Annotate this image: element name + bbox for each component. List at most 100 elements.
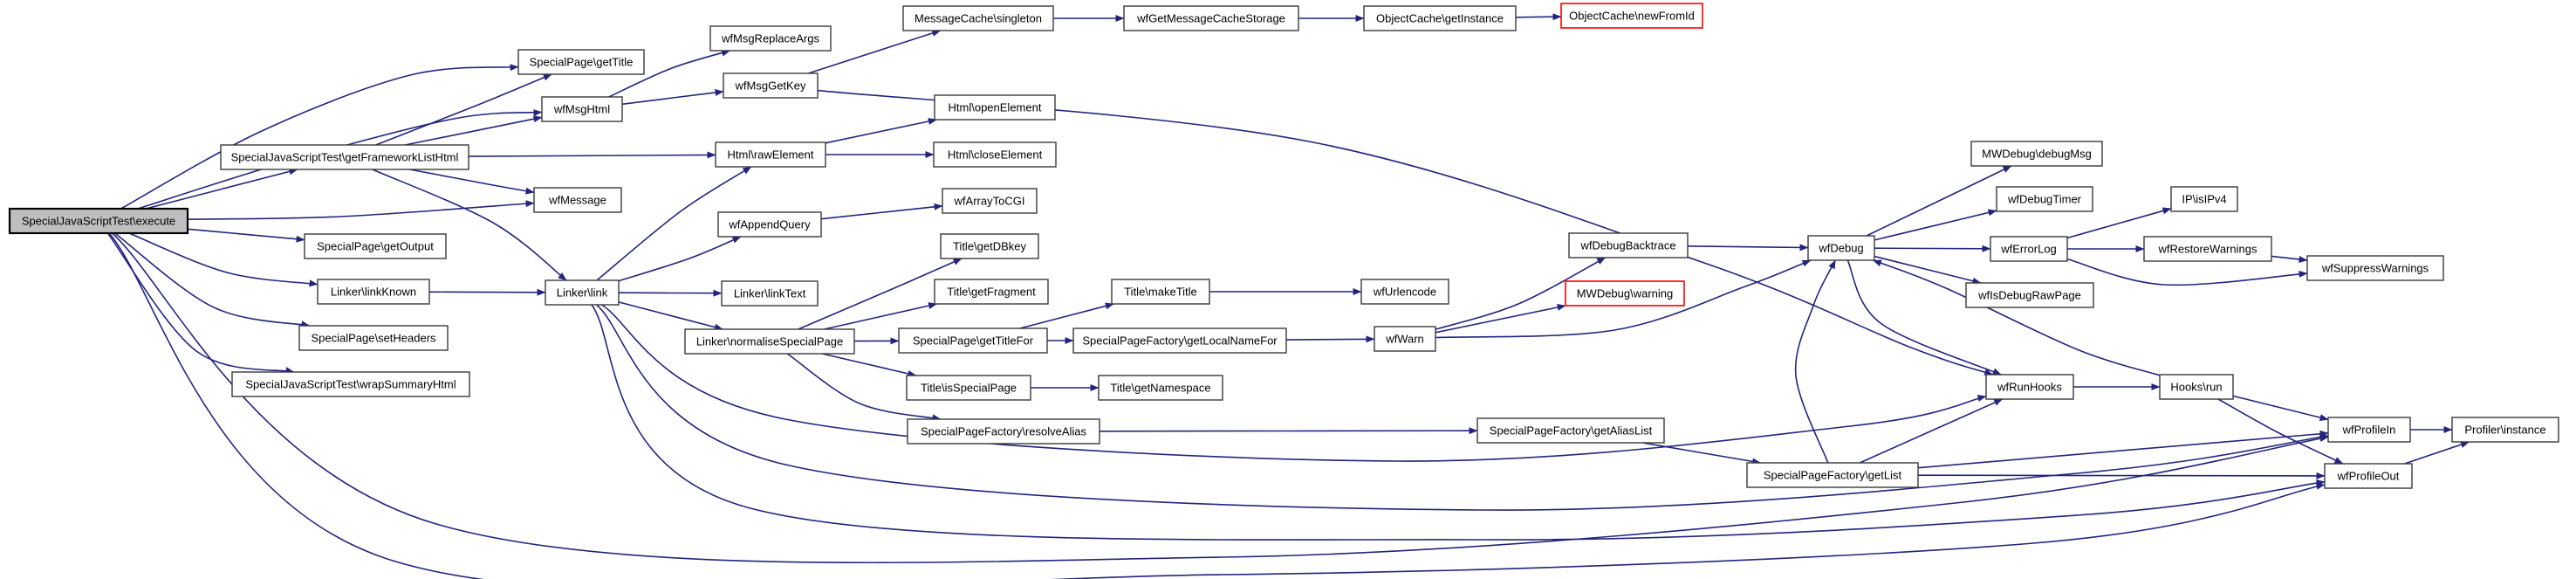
node-box-msgReplaceArgs[interactable] (709, 25, 832, 52)
node-box-getTitleFor[interactable] (898, 327, 1048, 354)
node-box-profileIn[interactable] (2327, 417, 2411, 443)
node-closeElement[interactable]: Html\closeElement (933, 141, 1057, 168)
node-box-runHooks[interactable] (1985, 374, 2074, 400)
node-getInstance[interactable]: ObjectCache\getInstance (1363, 5, 1517, 31)
node-box-getList[interactable] (1746, 462, 1919, 488)
node-getOutput[interactable]: SpecialPage\getOutput (304, 233, 447, 259)
node-box-appendQuery[interactable] (717, 211, 822, 238)
node-box-localName[interactable] (1072, 327, 1287, 354)
node-rawElement[interactable]: Html\rawElement (715, 141, 826, 168)
node-aliasList[interactable]: SpecialPageFactory\getAliasList (1476, 417, 1665, 444)
node-debug[interactable]: wfDebug (1807, 235, 1875, 261)
node-box-isDebugRawPage[interactable] (1965, 282, 2094, 308)
node-box-isIPv4[interactable] (2170, 186, 2238, 212)
node-restoreWarnings[interactable]: wfRestoreWarnings (2143, 236, 2272, 262)
node-box-message[interactable] (533, 187, 622, 213)
node-appendQuery[interactable]: wfAppendQuery (717, 211, 822, 238)
node-box-linkKnown[interactable] (317, 279, 430, 305)
node-linkKnown[interactable]: Linker\linkKnown (317, 279, 430, 305)
node-box-errorLog[interactable] (1990, 236, 2068, 262)
node-normalise[interactable]: Linker\normaliseSpecialPage (684, 328, 855, 355)
node-arrayToCGI[interactable]: wfArrayToCGI (942, 188, 1038, 214)
node-box-debug[interactable] (1807, 235, 1875, 261)
node-newFromId[interactable]: ObjectCache\newFromId (1560, 3, 1703, 29)
node-openElement[interactable]: Html\openElement (934, 94, 1056, 121)
node-box-getOutput[interactable] (304, 233, 447, 259)
node-singleton[interactable]: MessageCache\singleton (902, 5, 1054, 31)
node-box-msgHtml[interactable] (541, 96, 623, 122)
node-box-normalise[interactable] (684, 328, 855, 355)
node-mwWarning[interactable]: MWDebug\warning (1565, 280, 1685, 307)
node-profiler[interactable]: Profiler\instance (2451, 417, 2559, 443)
node-box-setHeaders[interactable] (298, 325, 449, 351)
node-debugMsg[interactable]: MWDebug\debugMsg (1970, 141, 2103, 167)
node-box-singleton[interactable] (902, 5, 1054, 31)
node-suppressWarnings[interactable]: wfSuppressWarnings (2306, 255, 2444, 281)
node-msgReplaceArgs[interactable]: wfMsgReplaceArgs (709, 25, 832, 52)
node-wrapSummary[interactable]: SpecialJavaScriptTest\wrapSummaryHtml (231, 371, 470, 397)
node-box-aliasList[interactable] (1476, 417, 1665, 444)
node-box-warn[interactable] (1374, 326, 1436, 352)
node-box-suppressWarnings[interactable] (2306, 255, 2444, 281)
node-resolveAlias[interactable]: SpecialPageFactory\resolveAlias (907, 418, 1100, 445)
node-box-wrapSummary[interactable] (231, 371, 470, 397)
node-profileOut[interactable]: wfProfileOut (2324, 463, 2413, 489)
node-box-getInstance[interactable] (1363, 5, 1517, 31)
node-debugTimer[interactable]: wfDebugTimer (1996, 186, 2093, 212)
node-warn[interactable]: wfWarn (1374, 326, 1436, 352)
node-box-newFromId[interactable] (1560, 3, 1703, 29)
node-hooksRun[interactable]: Hooks\run (2159, 374, 2234, 400)
node-box-debugTimer[interactable] (1996, 186, 2093, 212)
node-box-getTitle[interactable] (517, 49, 645, 75)
node-profileIn[interactable]: wfProfileIn (2327, 417, 2411, 443)
node-box-profiler[interactable] (2451, 417, 2559, 443)
node-box-framework[interactable] (220, 144, 469, 170)
node-box-urlencode[interactable] (1360, 279, 1449, 305)
node-box-getFragment[interactable] (934, 279, 1049, 305)
node-getList[interactable]: SpecialPageFactory\getList (1746, 462, 1919, 488)
node-getFragment[interactable]: Title\getFragment (934, 279, 1049, 305)
node-box-makeTitle[interactable] (1111, 279, 1210, 305)
node-box-arrayToCGI[interactable] (942, 188, 1038, 214)
node-execute[interactable]: SpecialJavaScriptTest\execute (8, 207, 189, 235)
node-box-getDBkey[interactable] (940, 233, 1039, 259)
node-box-closeElement[interactable] (933, 141, 1057, 168)
node-box-getNamespace[interactable] (1098, 375, 1223, 401)
node-getDBkey[interactable]: Title\getDBkey (940, 233, 1039, 259)
node-box-rawElement[interactable] (715, 141, 826, 168)
node-errorLog[interactable]: wfErrorLog (1990, 236, 2068, 262)
node-getNamespace[interactable]: Title\getNamespace (1098, 375, 1223, 401)
node-box-storage[interactable] (1123, 5, 1299, 31)
node-box-backtrace[interactable] (1568, 232, 1689, 258)
node-makeTitle[interactable]: Title\makeTitle (1111, 279, 1210, 305)
node-setHeaders[interactable]: SpecialPage\setHeaders (298, 325, 449, 351)
node-framework[interactable]: SpecialJavaScriptTest\getFrameworkListHt… (220, 144, 469, 170)
node-box-profileOut[interactable] (2324, 463, 2413, 489)
node-box-resolveAlias[interactable] (907, 418, 1100, 445)
node-storage[interactable]: wfGetMessageCacheStorage (1123, 5, 1299, 31)
node-urlencode[interactable]: wfUrlencode (1360, 279, 1449, 305)
node-isSpecialPage[interactable]: Title\isSpecialPage (906, 375, 1031, 401)
node-box-mwWarning[interactable] (1565, 280, 1685, 307)
node-box-execute[interactable] (8, 207, 189, 235)
node-linkText[interactable]: Linker\linkText (721, 280, 819, 307)
node-link[interactable]: Linker\link (545, 279, 620, 306)
node-getTitleFor[interactable]: SpecialPage\getTitleFor (898, 327, 1048, 354)
node-message[interactable]: wfMessage (533, 187, 622, 213)
node-box-openElement[interactable] (934, 94, 1056, 121)
node-box-msgGetKey[interactable] (723, 72, 819, 99)
node-msgHtml[interactable]: wfMsgHtml (541, 96, 623, 122)
node-runHooks[interactable]: wfRunHooks (1985, 374, 2074, 400)
node-isIPv4[interactable]: IP\isIPv4 (2170, 186, 2238, 212)
node-box-isSpecialPage[interactable] (906, 375, 1031, 401)
node-box-link[interactable] (545, 279, 620, 306)
node-localName[interactable]: SpecialPageFactory\getLocalNameFor (1072, 327, 1287, 354)
node-msgGetKey[interactable]: wfMsgGetKey (723, 72, 819, 99)
node-isDebugRawPage[interactable]: wfIsDebugRawPage (1965, 282, 2094, 308)
node-box-debugMsg[interactable] (1970, 141, 2103, 167)
node-backtrace[interactable]: wfDebugBacktrace (1568, 232, 1689, 258)
node-box-hooksRun[interactable] (2159, 374, 2234, 400)
node-box-linkText[interactable] (721, 280, 819, 307)
node-getTitle[interactable]: SpecialPage\getTitle (517, 49, 645, 75)
node-box-restoreWarnings[interactable] (2143, 236, 2272, 262)
